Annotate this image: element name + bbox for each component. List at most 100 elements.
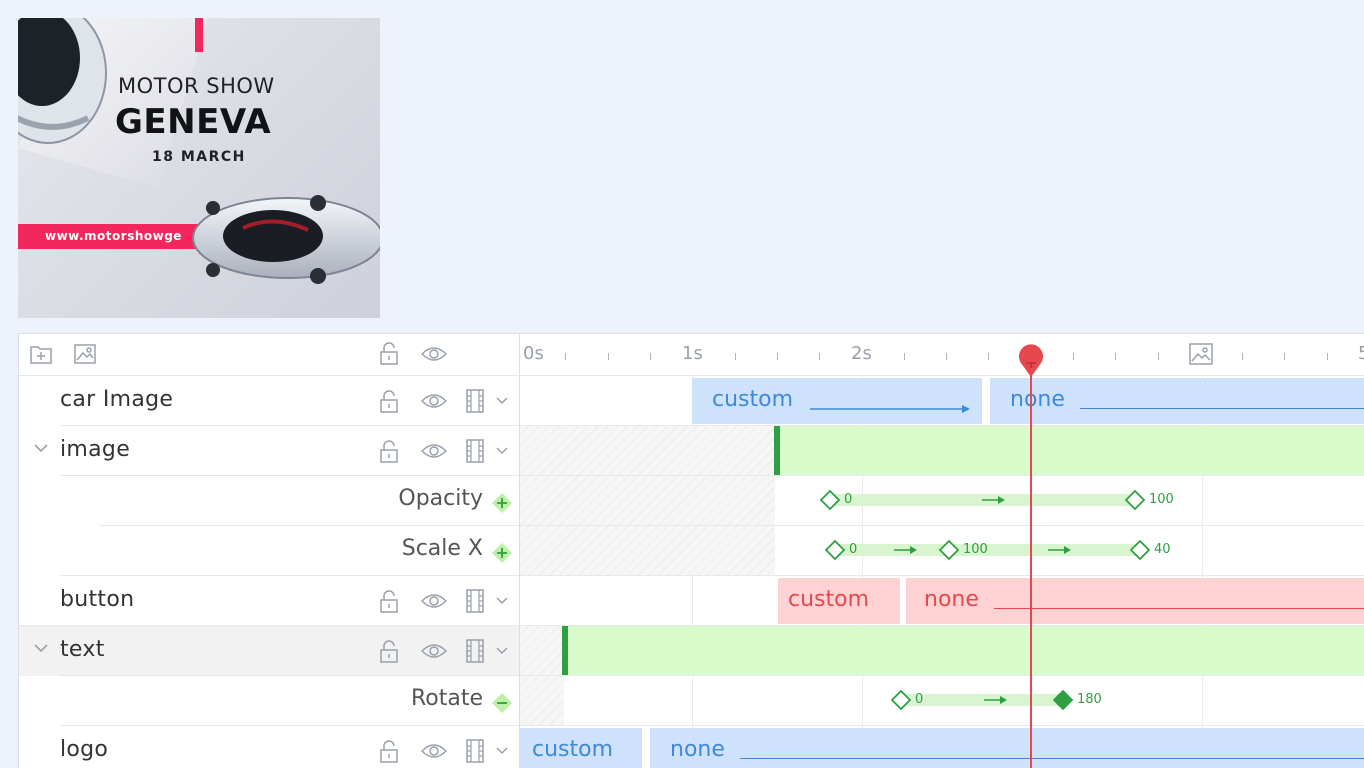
segment-none[interactable]: none [650, 728, 1364, 768]
ruler-tick [946, 353, 947, 360]
keyframe-value: 0 [915, 692, 924, 707]
row-divider [60, 675, 519, 676]
keyframe-diamond-icon[interactable] [939, 540, 959, 560]
ruler-image-marker-icon[interactable] [1188, 342, 1214, 366]
keyframe-diamond-icon[interactable] [825, 540, 845, 560]
arrow-icon [982, 496, 1005, 504]
visibility-icon[interactable] [421, 592, 447, 610]
segment-active[interactable] [564, 626, 1364, 676]
segment-line [740, 758, 1364, 760]
segment-label: none [1010, 387, 1065, 412]
layer-name: car Image [60, 387, 174, 412]
banner-title-line2: GENEVA [115, 102, 272, 142]
playhead-handle-icon[interactable] [1017, 344, 1045, 378]
layer-name: button [60, 587, 135, 612]
ruler-tick [734, 353, 736, 360]
ruler-label-1s: 1s [682, 343, 703, 364]
lock-all-icon[interactable] [379, 342, 399, 366]
property-row-scale-x[interactable]: Scale X [19, 526, 520, 576]
arrow-icon [1048, 546, 1071, 554]
add-keyframe-icon[interactable] [491, 492, 513, 514]
arrow-icon [894, 546, 917, 554]
row-divider [19, 625, 519, 626]
ruler-tick [776, 353, 778, 360]
ruler-tick [1157, 353, 1159, 360]
property-name: Rotate [410, 686, 483, 711]
add-keyframe-icon[interactable] [491, 542, 513, 564]
start-handle[interactable] [562, 626, 568, 676]
keyframe-diamond-icon[interactable] [1125, 490, 1145, 510]
ruler-tick [1326, 353, 1328, 360]
visibility-icon[interactable] [421, 392, 447, 410]
property-name: Opacity [398, 486, 483, 511]
film-strip-icon[interactable] [465, 439, 485, 463]
chevron-down-icon[interactable] [495, 596, 509, 606]
film-strip-icon[interactable] [465, 389, 485, 413]
layer-row-text[interactable]: text [19, 626, 520, 676]
keyframe-value: 40 [1154, 542, 1171, 557]
expand-chevron-icon[interactable] [33, 642, 49, 654]
track-rotate: 0 180 [520, 676, 1364, 726]
expand-chevron-icon[interactable] [33, 442, 49, 454]
start-handle[interactable] [774, 426, 780, 476]
time-ruler[interactable]: 0s 1s 2s 5 [520, 334, 1364, 376]
add-folder-icon[interactable] [29, 343, 53, 365]
segment-active[interactable] [775, 426, 1364, 476]
track-button: custom none [520, 576, 1364, 626]
layer-row-car-image[interactable]: car Image [19, 376, 520, 426]
row-divider [99, 525, 519, 526]
film-strip-icon[interactable] [465, 739, 485, 763]
track-text [520, 626, 1364, 676]
lock-icon[interactable] [379, 590, 399, 614]
layer-name: text [60, 637, 105, 662]
lock-icon[interactable] [379, 390, 399, 414]
row-divider [520, 425, 1364, 426]
segment-none[interactable]: none [990, 378, 1364, 424]
chevron-down-icon[interactable] [495, 746, 509, 756]
lock-icon[interactable] [379, 440, 399, 464]
film-strip-icon[interactable] [465, 589, 485, 613]
layer-row-logo[interactable]: logo [19, 726, 520, 768]
keyframe-value: 180 [1077, 692, 1102, 707]
layer-row-image[interactable]: image [19, 426, 520, 476]
inactive-area [520, 426, 775, 476]
visibility-icon[interactable] [421, 642, 447, 660]
ruler-tick [1242, 353, 1244, 360]
segment-label: custom [788, 587, 870, 612]
ruler-tick [607, 353, 609, 360]
segment-line [1080, 408, 1364, 410]
keyframe-diamond-icon[interactable] [891, 690, 911, 710]
row-divider [520, 625, 1364, 626]
segment-none[interactable]: none [906, 578, 1364, 624]
ruler-label-5: 5 [1358, 343, 1364, 364]
visibility-all-icon[interactable] [421, 345, 447, 363]
remove-keyframe-icon[interactable] [491, 692, 513, 714]
keyframe-diamond-icon[interactable] [1130, 540, 1150, 560]
add-image-icon[interactable] [73, 342, 97, 366]
banner-date: 18 MARCH [152, 149, 246, 165]
film-strip-icon[interactable] [465, 639, 485, 663]
timeline-panel: 0s 1s 2s 5 car Image image Opacity [18, 333, 1364, 768]
property-row-opacity[interactable]: Opacity [19, 476, 520, 526]
row-divider [520, 675, 1364, 676]
chevron-down-icon[interactable] [495, 446, 509, 456]
segment-custom[interactable]: custom [778, 578, 900, 624]
property-name: Scale X [401, 536, 483, 561]
lock-icon[interactable] [379, 740, 399, 764]
ruler-tick [1115, 353, 1117, 360]
chevron-down-icon[interactable] [495, 396, 509, 406]
visibility-icon[interactable] [421, 442, 447, 460]
keyframe-diamond-selected-icon[interactable] [1053, 690, 1073, 710]
inactive-area [520, 476, 775, 526]
chevron-down-icon[interactable] [495, 646, 509, 656]
visibility-icon[interactable] [421, 742, 447, 760]
keyframe-diamond-icon[interactable] [820, 490, 840, 510]
property-row-rotate[interactable]: Rotate [19, 676, 520, 726]
keyframe-range [901, 694, 1063, 706]
arrow-icon [984, 696, 1007, 704]
lock-icon[interactable] [379, 640, 399, 664]
ruler-label-0s: 0s [523, 343, 544, 364]
segment-custom[interactable]: custom [692, 378, 982, 424]
segment-custom[interactable]: custom [520, 728, 642, 768]
layer-row-button[interactable]: button [19, 576, 520, 626]
